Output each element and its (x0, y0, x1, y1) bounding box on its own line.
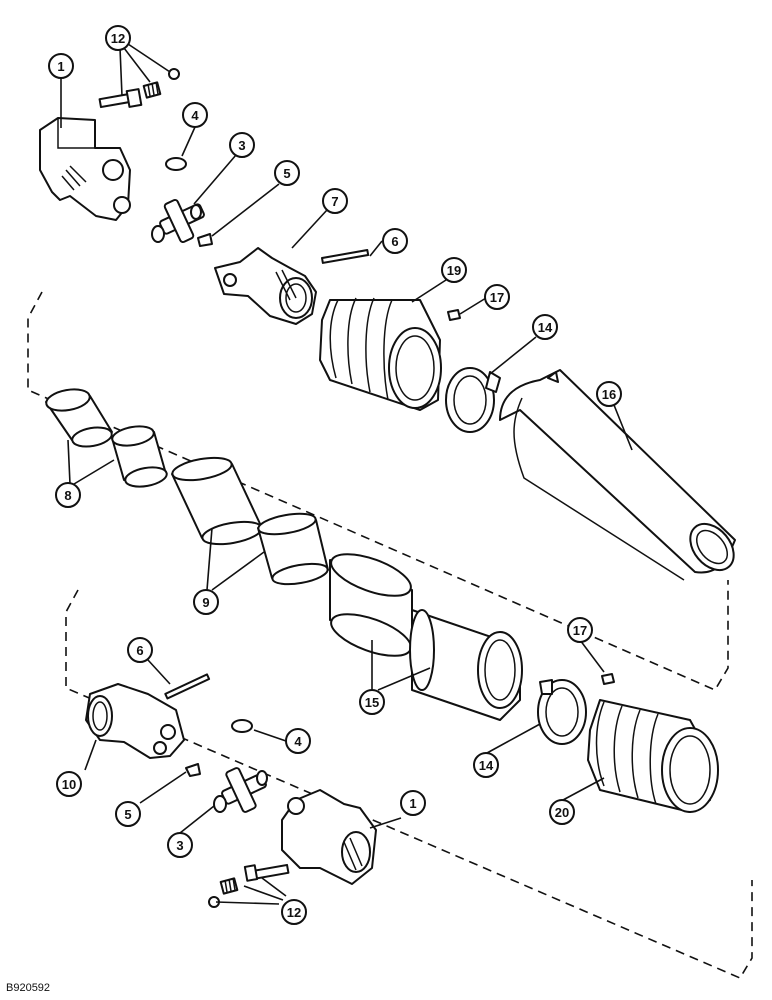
callout-label: 1 (409, 796, 416, 811)
upper-assembly-dashed-outline (27, 291, 729, 692)
shield-boot-19 (319, 297, 442, 411)
tube-15a (329, 553, 413, 657)
roll-pin-bottom (164, 673, 211, 700)
bolt-bottom (243, 863, 290, 882)
callout-label: 17 (573, 623, 587, 638)
bearing-ring-bottom (537, 679, 587, 745)
callout-4-top: 4 (182, 102, 208, 128)
setscrew-bottom (219, 877, 239, 895)
callout-label: 4 (191, 108, 199, 123)
bolt-top (98, 88, 143, 109)
roll-pin-top (321, 249, 370, 264)
callout-19: 19 (441, 257, 467, 283)
callout-14-top: 14 (532, 314, 558, 340)
callout-10: 10 (56, 771, 82, 797)
callout-label: 14 (538, 320, 553, 335)
callout-label: 6 (136, 643, 143, 658)
callout-label: 17 (490, 290, 504, 305)
setscrew-top (142, 81, 162, 99)
tube-8b (111, 425, 168, 488)
callout-label: 10 (62, 777, 76, 792)
leader-lines (60, 43, 633, 905)
callout-label: 7 (331, 194, 338, 209)
yoke-top (39, 117, 131, 221)
snap-ring-top (165, 157, 187, 171)
callout-12-top: 12 (105, 25, 131, 51)
yoke-10 (85, 683, 185, 759)
callout-label: 20 (555, 805, 569, 820)
callout-9: 9 (193, 589, 219, 615)
callout-7: 7 (322, 188, 348, 214)
callout-5-top: 5 (274, 160, 300, 186)
callout-label: 4 (294, 734, 302, 749)
callout-label: 6 (391, 234, 398, 249)
callout-6-bottom: 6 (127, 637, 153, 663)
figure-code: B920592 (6, 982, 51, 994)
callout-4-bottom: 4 (285, 728, 311, 754)
callout-16: 16 (596, 381, 622, 407)
callout-5-bottom: 5 (115, 801, 141, 827)
callout-label: 5 (283, 166, 290, 181)
bearing-ring-top (445, 367, 501, 433)
callout-1-top: 1 (48, 53, 74, 79)
callout-label: 1 (57, 59, 64, 74)
callout-label: 9 (202, 595, 209, 610)
callout-label: 14 (479, 758, 494, 773)
callout-6-top: 6 (382, 228, 408, 254)
lower-assembly-dashed-outline (65, 589, 753, 980)
callout-label: 12 (111, 31, 125, 46)
tube-15b (409, 609, 523, 721)
callout-label: 5 (124, 807, 131, 822)
callout-15: 15 (359, 689, 385, 715)
callout-20: 20 (549, 799, 575, 825)
callout-17-bottom: 17 (567, 617, 593, 643)
tube-9a (171, 456, 263, 546)
screw-bottom (601, 673, 615, 685)
callout-label: 16 (602, 387, 616, 402)
callout-3-bottom: 3 (167, 832, 193, 858)
washer-top (168, 68, 180, 80)
callout-8: 8 (55, 482, 81, 508)
callout-label: 8 (64, 488, 71, 503)
screw-top (447, 309, 461, 321)
callout-label: 3 (238, 138, 245, 153)
callout-3-top: 3 (229, 132, 255, 158)
callout-label: 3 (176, 838, 183, 853)
callout-1-bottom: 1 (400, 790, 426, 816)
callout-12-bottom: 12 (281, 899, 307, 925)
cross-bearing-top (151, 198, 205, 244)
callout-label: 15 (365, 695, 379, 710)
outer-guard-tube-16 (499, 369, 736, 581)
callout-14-bottom: 14 (473, 752, 499, 778)
callout-label: 19 (447, 263, 461, 278)
callout-label: 12 (287, 905, 301, 920)
grease-fitting-bottom (185, 763, 201, 777)
grease-fitting-top (197, 233, 213, 247)
snap-ring-bottom (231, 719, 253, 733)
yoke-bottom (281, 789, 377, 885)
shield-boot-20 (587, 699, 719, 813)
yoke-7 (214, 247, 317, 325)
tube-9b (257, 512, 329, 586)
tube-8a (45, 388, 113, 448)
callout-17-top: 17 (484, 284, 510, 310)
cross-bearing-bottom (213, 767, 268, 813)
